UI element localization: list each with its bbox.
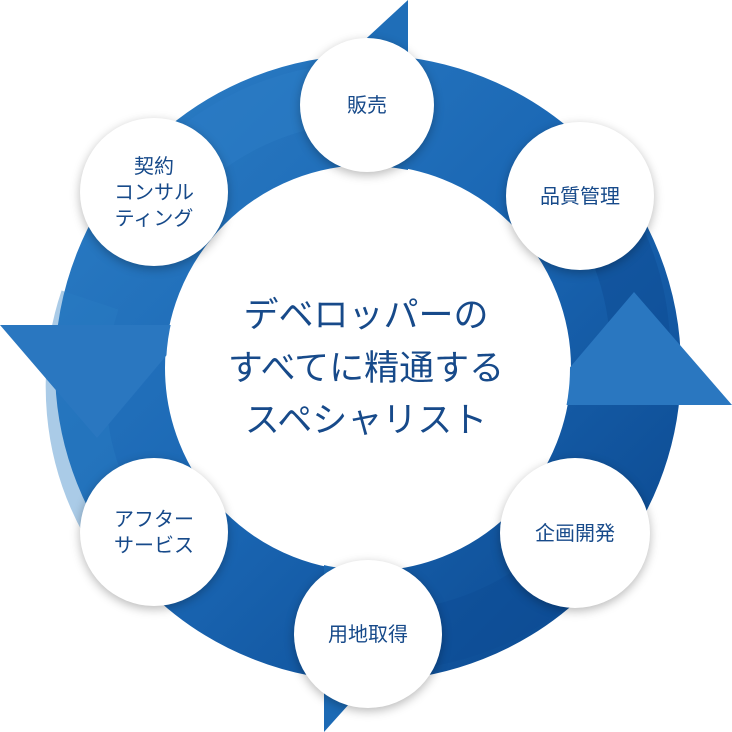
node-quality-label: 品質管理 bbox=[540, 184, 620, 208]
node-planning-label: 企画開発 bbox=[535, 521, 615, 545]
arrow-left-head bbox=[0, 325, 192, 438]
node-contract-consulting-label: 契約 コンサル ティング bbox=[114, 154, 194, 230]
arrow-right-head bbox=[538, 292, 732, 405]
node-sales-label: 販売 bbox=[347, 93, 387, 117]
node-after-service-label: アフター サービス bbox=[114, 507, 194, 557]
node-after-service: アフター サービス bbox=[80, 458, 228, 606]
node-sales: 販売 bbox=[300, 38, 434, 172]
node-planning: 企画開発 bbox=[500, 458, 650, 608]
node-contract-consulting: 契約 コンサル ティング bbox=[80, 118, 228, 266]
node-quality: 品質管理 bbox=[506, 122, 654, 270]
center-title: デベロッパーの すべてに精通する スペシャリスト bbox=[227, 296, 505, 441]
center-disc bbox=[166, 166, 570, 570]
node-land: 用地取得 bbox=[294, 560, 442, 708]
node-land-label: 用地取得 bbox=[328, 622, 408, 646]
